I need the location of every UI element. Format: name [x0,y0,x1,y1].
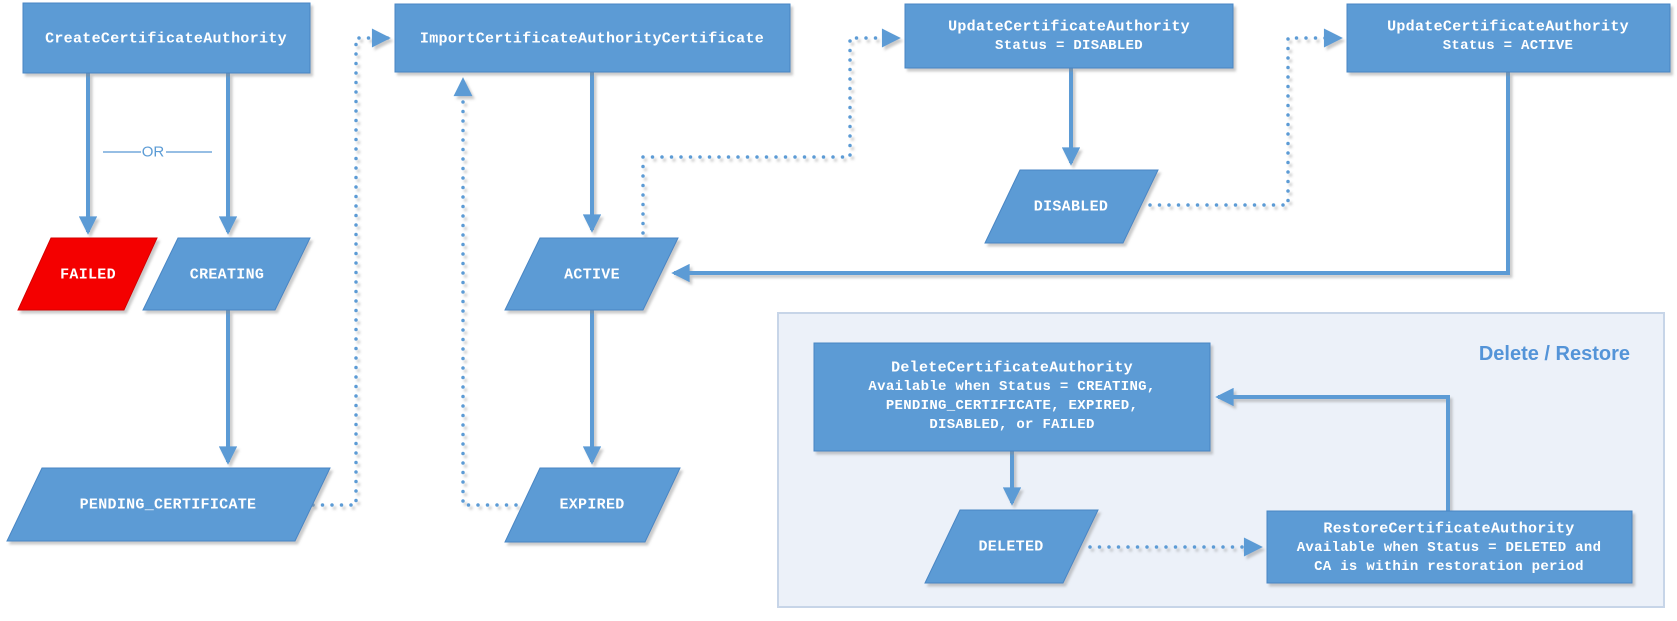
delete-certificate-authority-label: DeleteCertificateAuthority [891,360,1133,377]
delete-certificate-authority-condition-3: DISABLED, or FAILED [929,417,1094,433]
delete-certificate-authority-condition-2: PENDING_CERTIFICATE, EXPIRED, [886,398,1138,414]
create-certificate-authority-label: CreateCertificateAuthority [45,31,287,48]
edge-restore-to-delete [1215,387,1450,511]
edge-disabled-to-update-active [1148,28,1343,207]
update-certificate-authority-active-status: Status = ACTIVE [1443,38,1574,54]
edge-expired-to-import [453,77,518,507]
state-expired [504,467,681,543]
update-certificate-authority-active-label: UpdateCertificateAuthority [1387,19,1629,36]
node-create-certificate-authority [22,2,311,74]
active-state-label: ACTIVE [564,267,620,284]
restore-certificate-authority-condition-1: Available when Status = DELETED and [1297,540,1602,556]
expired-state-label: EXPIRED [559,497,624,514]
restore-certificate-authority-label: RestoreCertificateAuthority [1323,521,1574,538]
or-label: OR [142,144,165,161]
node-delete-certificate-authority [813,342,1211,452]
state-creating [142,237,311,311]
import-certificate-authority-certificate-label: ImportCertificateAuthorityCertificate [420,31,764,48]
state-active [504,237,679,311]
node-restore-certificate-authority [1266,510,1633,584]
state-failed [17,237,158,311]
failed-state-label: FAILED [60,267,116,284]
node-import-certificate-authority-certificate [394,3,791,73]
deleted-state-label: DELETED [978,539,1043,556]
edge-active-to-update-disabled [641,28,901,235]
state-deleted [924,509,1099,584]
state-disabled [984,169,1159,244]
restore-certificate-authority-condition-2: CA is within restoration period [1314,559,1584,575]
update-certificate-authority-disabled-label: UpdateCertificateAuthority [948,19,1190,36]
creating-state-label: CREATING [190,267,264,284]
update-certificate-authority-disabled-status: Status = DISABLED [995,38,1143,54]
delete-restore-panel-title: Delete / Restore [1479,343,1630,365]
pending-certificate-state-label: PENDING_CERTIFICATE [80,497,257,514]
disabled-state-label: DISABLED [1034,199,1108,216]
delete-certificate-authority-condition-1: Available when Status = CREATING, [868,379,1155,395]
state-pending-certificate [6,467,331,542]
edge-update-active-to-active [671,72,1510,283]
node-update-certificate-authority-disabled [904,3,1234,69]
edge-pending-certificate-to-import [311,28,391,507]
or-connector-label: OR [103,144,212,161]
node-update-certificate-authority-active [1346,3,1671,73]
